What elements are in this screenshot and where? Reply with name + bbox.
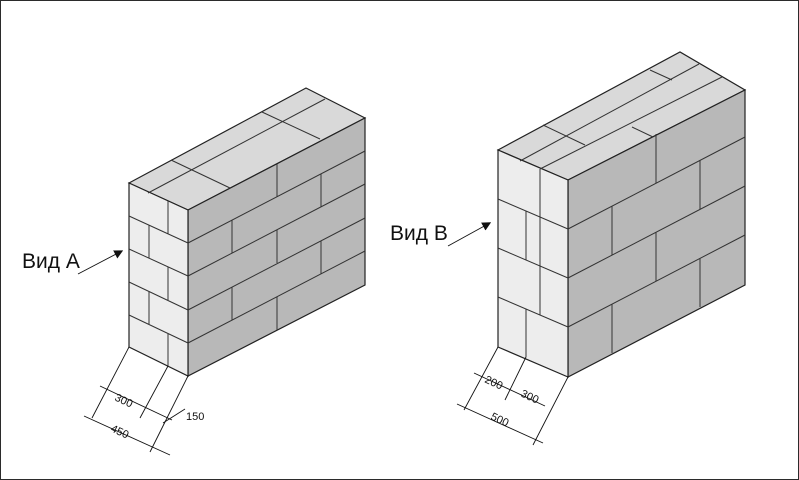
wall-a-dim-450: 450: [109, 423, 131, 442]
wall-b-top-joint: [649, 69, 673, 81]
wall-a-top-joint: [261, 111, 321, 140]
wall-a-dimensions: 300 150 450: [83, 346, 204, 456]
view-a-label: Вид А: [22, 250, 80, 273]
wall-a-end-course: [128, 314, 189, 344]
wall-a-end-course: [128, 215, 189, 244]
view-a-arrow: [77, 250, 124, 275]
wall-a-top-joint: [147, 98, 326, 194]
wall-a-dim-300: 300: [113, 392, 135, 411]
wall-b-top-joint: [542, 124, 586, 146]
view-b-label: Вид В: [390, 222, 448, 245]
wall-a-end-course: [128, 281, 189, 311]
wall-b-top-joint: [539, 76, 723, 170]
wall-a-end-face: [128, 182, 189, 377]
wall-b-dim-200: 200: [483, 374, 505, 393]
wall-a-end-course: [128, 248, 189, 277]
wall-b-top-joint: [631, 126, 654, 138]
wall-a: Вид А 300 150 450: [22, 87, 367, 456]
view-b-arrow: [447, 222, 492, 247]
wall-a-dim-150: 150: [186, 411, 204, 423]
wall-b-end-course: [497, 198, 569, 230]
wall-b-end-course: [497, 247, 569, 279]
wall-a-top-joint: [170, 159, 231, 189]
wall-a-front-course: [187, 217, 366, 311]
wall-b-end-course: [497, 296, 569, 328]
wall-b: Вид В 200 300 500: [390, 51, 747, 446]
wall-b-dim-300: 300: [519, 388, 541, 407]
wall-b-top-joint: [519, 63, 700, 162]
